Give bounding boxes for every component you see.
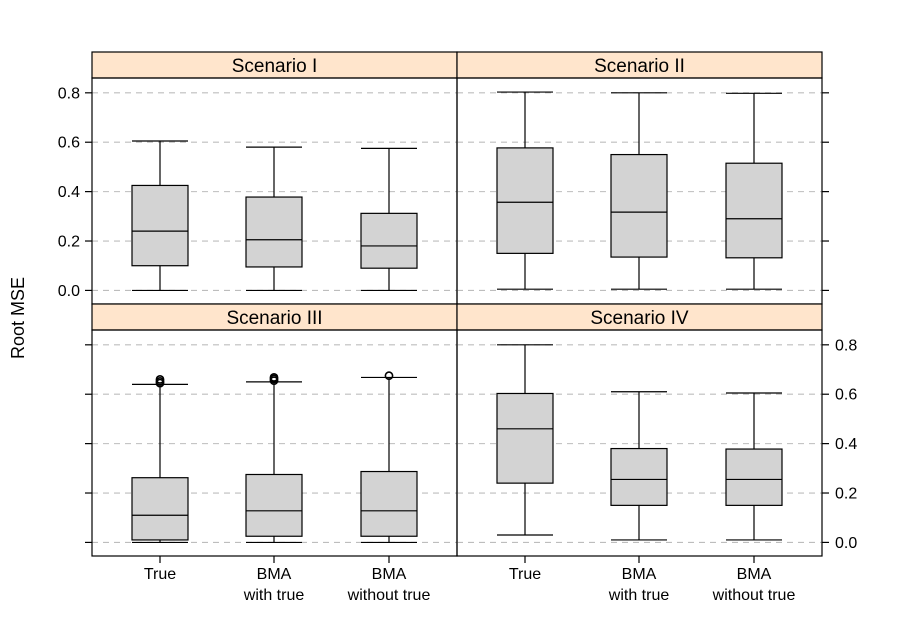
panel-title: Scenario IV: [590, 308, 689, 329]
panel-strip: [456, 303, 823, 331]
box-body: [131, 477, 189, 541]
box: [610, 391, 668, 541]
panel-strip: [91, 51, 458, 79]
box: [360, 147, 418, 292]
y-tick-label: 0.4: [835, 436, 857, 453]
box-body: [360, 470, 418, 537]
box-body: [610, 447, 668, 506]
y-tick-label: 0.6: [58, 135, 80, 152]
y-tick-label: 0.8: [58, 85, 80, 102]
panel-title: Scenario III: [226, 308, 322, 329]
box-body: [610, 153, 668, 258]
category-label: BMA: [737, 566, 772, 583]
box-body: [496, 147, 554, 254]
panel-strip: [91, 303, 458, 331]
box-body: [360, 212, 418, 269]
y-tick-label: 0.8: [835, 337, 857, 354]
box-body: [725, 162, 783, 259]
outlier-point: [155, 374, 165, 384]
category-label: BMA: [257, 566, 292, 583]
category-label-line2: with true: [243, 587, 305, 604]
box-body: [245, 196, 303, 268]
box-body: [131, 184, 189, 267]
box: [131, 140, 189, 292]
box: [245, 373, 303, 544]
category-label-line2: with true: [608, 587, 670, 604]
box: [245, 146, 303, 292]
y-tick-label: 0.0: [58, 283, 80, 300]
box-body: [725, 448, 783, 506]
box: [496, 91, 554, 290]
category-label-line2: without true: [712, 587, 796, 604]
y-tick-label: 0.6: [835, 387, 857, 404]
box: [725, 92, 783, 290]
panel: Scenario IV: [456, 303, 823, 557]
box: [496, 344, 554, 536]
y-tick-label: 0.2: [835, 486, 857, 503]
box: [725, 392, 783, 541]
y-tick-label: 0.2: [58, 234, 80, 251]
y-tick-label: 0.0: [835, 535, 857, 552]
box: [131, 374, 189, 544]
box: [610, 92, 668, 290]
category-label: BMA: [372, 566, 407, 583]
category-label: BMA: [622, 566, 657, 583]
box-body: [245, 473, 303, 537]
panels-group: Scenario I Scenario II Scenario III Scenari…: [91, 51, 823, 557]
y-axis-label: Root MSE: [8, 277, 28, 359]
category-label-line2: without true: [347, 587, 431, 604]
outlier-point: [269, 373, 279, 382]
panel-title: Scenario II: [594, 56, 685, 77]
panel: Scenario II: [456, 51, 823, 305]
box-body: [496, 392, 554, 484]
panel: Scenario III: [91, 303, 458, 557]
panel: Scenario I: [91, 51, 458, 305]
outlier-point: [384, 371, 394, 381]
category-labels: True BMA with true BMA without true True BMA wi…: [144, 566, 796, 604]
category-label: True: [509, 566, 541, 583]
panel-title: Scenario I: [232, 56, 318, 77]
category-label: True: [144, 566, 176, 583]
box: [360, 371, 418, 544]
axes-group: 0.0 0.2 0.4 0.6 0.8 0.0 0.2 0.4 0.6 0.8: [58, 85, 857, 563]
panel-strip: [456, 51, 823, 79]
y-tick-label: 0.4: [58, 184, 80, 201]
